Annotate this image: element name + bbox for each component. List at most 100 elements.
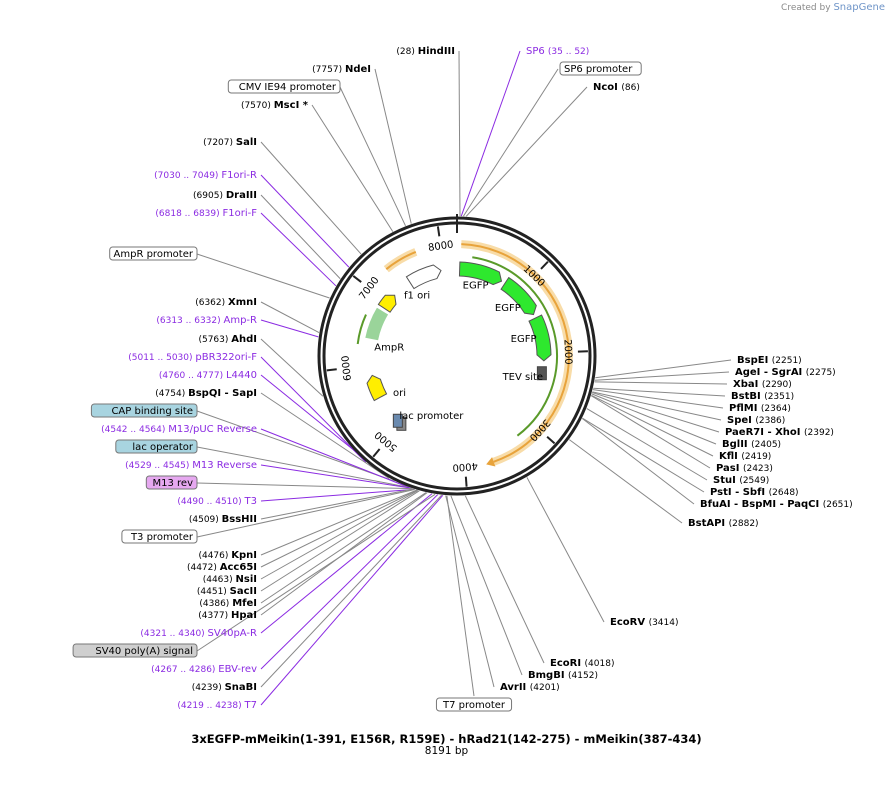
connector — [593, 387, 726, 397]
feature-label: EGFP — [511, 334, 537, 345]
connector — [586, 408, 708, 481]
tick-label: 8000 — [427, 239, 454, 254]
connector — [595, 359, 732, 379]
site-label: SV40 poly(A) signal — [95, 646, 193, 657]
label-part: (4529 .. 4545) — [125, 461, 192, 471]
site-label: M13 rev — [153, 478, 194, 489]
site-label: (7570) MscI * — [241, 100, 309, 111]
label-part: SP6 — [526, 46, 548, 57]
label-part: (4152) — [568, 671, 598, 681]
site-label: (4267 .. 4286) EBV-rev — [151, 664, 257, 675]
site-label: (4476) KpnI — [198, 550, 257, 561]
tick-mark — [352, 275, 362, 283]
label-part: - XhoI — [767, 427, 804, 438]
label-part: BstBI — [731, 391, 764, 402]
connector — [591, 394, 714, 457]
site-label: SP6 (35 .. 52) — [526, 46, 589, 57]
tick-mark — [372, 448, 381, 458]
site-label: BmgBI (4152) — [528, 670, 598, 681]
tick-label: 6000 — [340, 355, 354, 382]
connector — [526, 477, 605, 623]
label-part: KpnI — [231, 550, 257, 561]
connector — [311, 104, 394, 232]
label-part: (5763) — [198, 335, 231, 345]
connector — [260, 494, 439, 670]
label-part: AgeI — [735, 367, 764, 378]
label-part: StuI — [713, 475, 739, 486]
site-label: (6362) XmnI — [195, 297, 257, 308]
label-part: BssHII — [222, 514, 257, 525]
label-part: (4542 .. 4564) — [101, 425, 168, 435]
label-part: MscI * — [274, 100, 309, 111]
connector — [260, 492, 427, 604]
site-label: (5011 .. 5030) pBR322ori-F — [128, 352, 257, 363]
feature-label: EGFP — [463, 281, 489, 292]
connector — [196, 493, 436, 652]
label-part: (2290) — [762, 380, 792, 390]
feature-label: lac promoter — [399, 411, 464, 422]
site-label: StuI (2549) — [713, 475, 769, 486]
connector — [465, 86, 588, 217]
label-part: (4509) — [189, 515, 222, 525]
site-label: BspEI (2251) — [737, 355, 802, 366]
connector — [260, 490, 420, 592]
connector — [582, 417, 705, 493]
green-arc — [472, 256, 558, 437]
label-part: AhdI — [231, 334, 257, 345]
connector — [196, 410, 395, 482]
connector — [594, 381, 728, 385]
label-part: - SgrAI — [764, 367, 806, 378]
connector — [590, 395, 711, 469]
construct-title: 3xEGFP-mMeikin(1-391, E156R, R159E) - hR… — [191, 732, 702, 746]
label-part: BmgBI — [528, 670, 568, 681]
label-box — [115, 439, 198, 454]
site-label: AgeI - SgrAI (2275) — [735, 367, 836, 378]
connector — [260, 488, 415, 502]
label-part: (2423) — [743, 464, 773, 474]
connector — [260, 174, 350, 268]
site-label: (6313 .. 6332) Amp-R — [156, 315, 257, 326]
connector — [260, 194, 341, 280]
label-box — [435, 697, 513, 712]
label-part: (4321 .. 4340) — [140, 629, 207, 639]
site-label: PstI - SbfI (2648) — [710, 487, 799, 498]
label-part: (2882) — [729, 519, 759, 529]
label-part: SpeI — [727, 415, 755, 426]
tick-mark — [326, 368, 337, 372]
label-part: (4201) — [530, 683, 560, 693]
connector — [196, 446, 409, 488]
site-label: KflI (2419) — [719, 451, 771, 462]
tick-label: 4000 — [452, 460, 478, 473]
label-part: (2364) — [761, 404, 791, 414]
connector — [339, 86, 406, 227]
label-part: (4018) — [585, 659, 615, 669]
label-part: - PaqCI — [780, 499, 823, 510]
site-label: CAP binding site — [111, 406, 193, 417]
label-box — [109, 246, 198, 261]
label-part: (4476) — [198, 551, 231, 561]
label-part: XbaI — [733, 379, 762, 390]
connector — [569, 439, 683, 524]
connector — [450, 495, 523, 676]
label-part: PasI — [716, 463, 743, 474]
connector — [260, 338, 324, 397]
label-part: EBV-rev — [218, 664, 257, 675]
site-label: XbaI (2290) — [733, 379, 792, 390]
label-part: M13/pUC Reverse — [168, 424, 257, 435]
feature-label: AmpR — [374, 342, 404, 353]
label-part: KflI — [719, 451, 741, 462]
connector — [260, 319, 319, 338]
label-part: (4267 .. 4286) — [151, 665, 218, 675]
small-feature-box — [536, 366, 547, 381]
label-part: (4472) — [187, 563, 220, 573]
label-box — [145, 475, 198, 490]
f1-ori-arrow — [405, 264, 442, 290]
label-part: (3414) — [649, 618, 679, 628]
label-part: (4386) — [199, 599, 232, 609]
feature-label: ori — [393, 388, 406, 399]
label-part: BfuAI — [700, 499, 734, 510]
site-label: (4760 .. 4777) L4440 — [159, 370, 257, 381]
site-label: PasI (2423) — [716, 463, 773, 474]
